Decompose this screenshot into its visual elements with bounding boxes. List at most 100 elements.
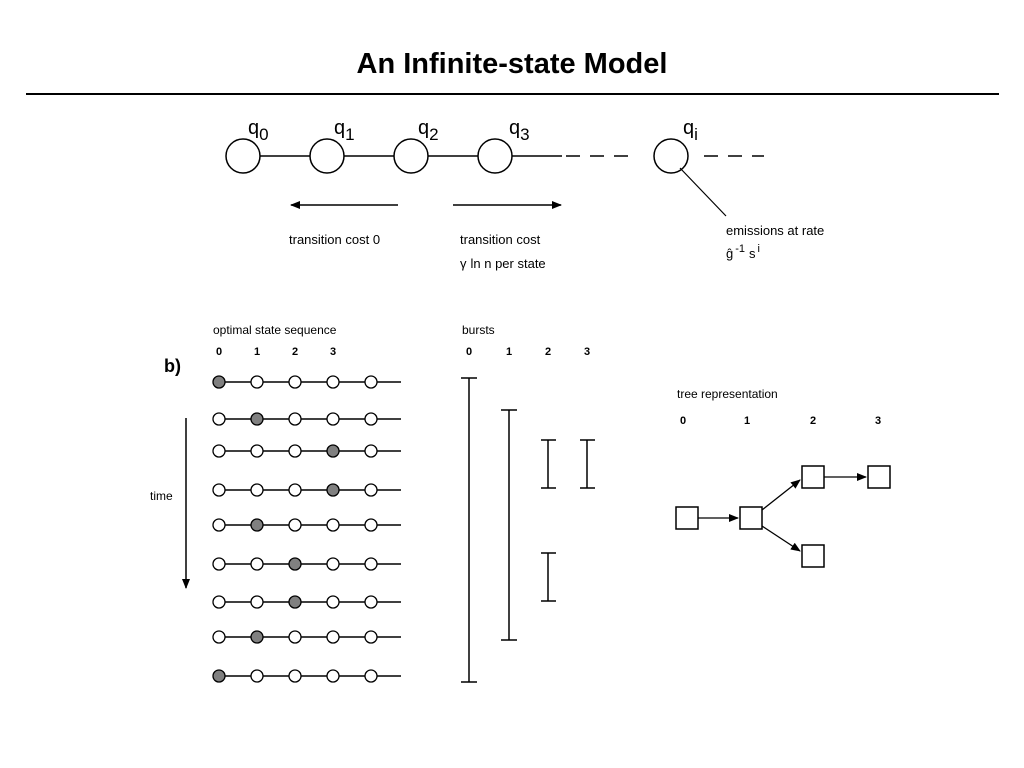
state-node (288, 483, 302, 497)
tree-node-level-2 (801, 544, 825, 568)
sequence-row (212, 444, 401, 458)
state-node (364, 557, 378, 571)
state-node (288, 375, 302, 389)
tree-node-level-2 (801, 465, 825, 489)
tree-level-number: 0 (680, 415, 686, 427)
tree-edge (761, 525, 801, 552)
state-node (326, 375, 340, 389)
state-label-q0: q0 (248, 117, 269, 144)
title-divider (26, 93, 999, 95)
state-sequence-rows (212, 375, 401, 683)
burst-level-number: 2 (545, 346, 551, 358)
tree-title: tree representation (677, 387, 778, 401)
burst-interval-level-2 (541, 439, 556, 489)
active-state-node (212, 375, 226, 389)
time-label: time (150, 489, 173, 503)
tree-edge (761, 479, 801, 511)
sequence-row (212, 557, 401, 571)
tree-diagram (675, 465, 891, 568)
burst-level-number: 3 (584, 346, 590, 358)
state-node (250, 669, 264, 683)
sequence-title: optimal state sequence (213, 323, 337, 337)
state-node (288, 412, 302, 426)
sequence-row (212, 595, 401, 609)
tree-node-level-3 (867, 465, 891, 489)
state-node (326, 630, 340, 644)
bursts-title: bursts (462, 323, 495, 337)
emission-label: emissions at rate (726, 223, 824, 238)
state-circle-qi (653, 138, 689, 174)
part-b-label: b) (164, 356, 181, 376)
state-circle-q1 (309, 138, 345, 174)
active-state-node (326, 444, 340, 458)
left-transition-label: transition cost 0 (289, 232, 380, 247)
active-state-node (326, 483, 340, 497)
state-node (364, 595, 378, 609)
state-label-q1: q1 (334, 117, 355, 144)
state-circle-q2 (393, 138, 429, 174)
state-node (288, 518, 302, 532)
active-state-node (288, 595, 302, 609)
state-node (212, 483, 226, 497)
state-node (326, 518, 340, 532)
burst-intervals (461, 377, 595, 683)
active-state-node (250, 518, 264, 532)
state-label-qi: qi (683, 117, 698, 144)
sequence-state-numbers: 0 1 2 3 (216, 346, 336, 358)
burst-interval-level-0 (461, 377, 477, 683)
state-node (288, 630, 302, 644)
burst-level-number: 0 (466, 346, 472, 358)
state-number: 3 (330, 346, 336, 358)
tree-level-numbers: 0 1 2 3 (680, 415, 881, 427)
state-node (288, 444, 302, 458)
state-node (364, 630, 378, 644)
right-transition-label-line1: transition cost (460, 232, 541, 247)
state-node (250, 444, 264, 458)
state-node (212, 444, 226, 458)
state-circle-q3 (477, 138, 513, 174)
tree-level-number: 1 (744, 415, 750, 427)
emission-pointer (679, 167, 727, 217)
state-number: 2 (292, 346, 298, 358)
state-node (212, 595, 226, 609)
burst-level-number: 1 (506, 346, 512, 358)
state-number: 0 (216, 346, 222, 358)
state-number: 1 (254, 346, 260, 358)
active-state-node (250, 630, 264, 644)
state-node (364, 669, 378, 683)
sequence-row (212, 630, 401, 644)
tree-level-number: 3 (875, 415, 881, 427)
state-node (326, 669, 340, 683)
slide-title: An Infinite-state Model (356, 48, 668, 80)
active-state-node (250, 412, 264, 426)
state-node (212, 557, 226, 571)
state-node (364, 444, 378, 458)
state-label-q2: q2 (418, 117, 439, 144)
state-node (326, 557, 340, 571)
state-node (250, 375, 264, 389)
state-node (212, 518, 226, 532)
state-node (212, 412, 226, 426)
state-label-q3: q3 (509, 117, 530, 144)
sequence-row (212, 669, 401, 683)
state-node (364, 412, 378, 426)
burst-interval-level-1 (501, 409, 517, 641)
sequence-row (212, 483, 401, 497)
state-node (250, 595, 264, 609)
state-circle-q0 (225, 138, 261, 174)
burst-level-numbers: 0 1 2 3 (466, 346, 590, 358)
state-node (212, 630, 226, 644)
state-node (326, 412, 340, 426)
tree-node-level-0 (675, 506, 699, 530)
state-node (364, 518, 378, 532)
tree-node-level-1 (739, 506, 763, 530)
sequence-row (212, 375, 401, 389)
state-node (326, 595, 340, 609)
state-node (250, 483, 264, 497)
active-state-node (288, 557, 302, 571)
tree-level-number: 2 (810, 415, 816, 427)
state-node (364, 483, 378, 497)
